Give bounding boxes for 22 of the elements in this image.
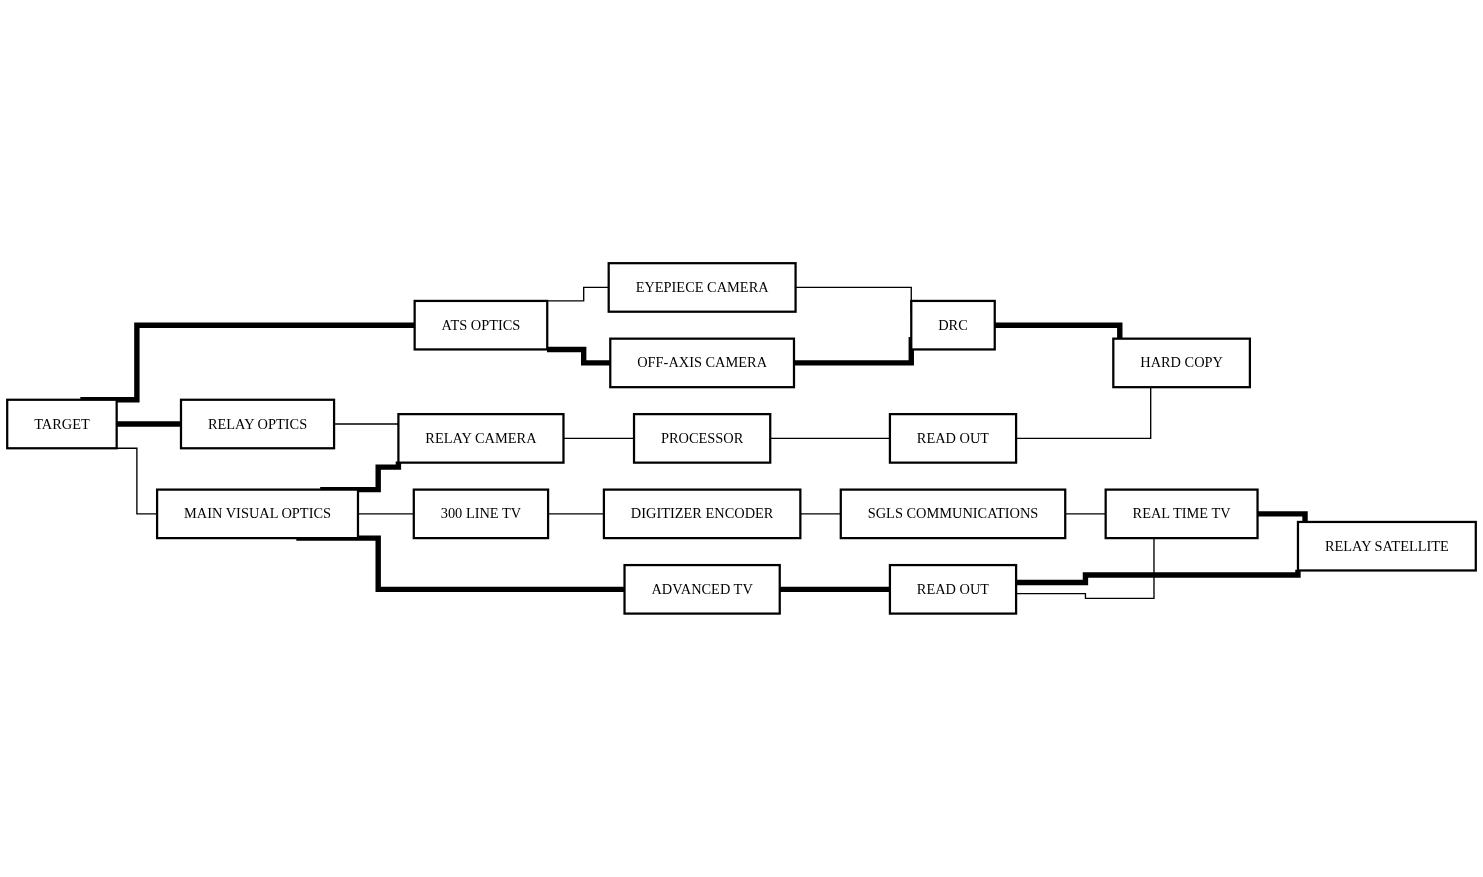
node-box: REAL TIME TV [1104,488,1259,540]
node-box: READ OUT [888,564,1018,615]
node-box: DIGITIZER ENCODER [602,488,802,540]
node-box: READ OUT [888,413,1018,464]
connector [994,322,1123,339]
connector [1257,511,1308,523]
node-box: ADVANCED TV [623,564,781,615]
node-box: RELAY OPTICS [179,398,336,450]
connector [794,337,914,366]
node-box: OFF-AXIS CAMERA [609,337,796,389]
connector [1016,569,1301,586]
node-box: HARD COPY [1112,337,1251,389]
node-box: 300 LINE TV [412,488,550,540]
node-box: DRC [910,299,996,351]
node-box: SGLS COMMUNICATIONS [839,488,1067,540]
node-box: RELAY SATELLITE [1296,520,1477,572]
node-box: RELAY CAMERA [397,413,565,464]
node-box: EYEPIECE CAMERA [607,262,797,313]
node-box: PROCESSOR [632,413,772,464]
node-box: ATS OPTICS [413,299,549,351]
node-box: TARGET [6,398,118,450]
node-box: MAIN VISUAL OPTICS [155,488,360,540]
